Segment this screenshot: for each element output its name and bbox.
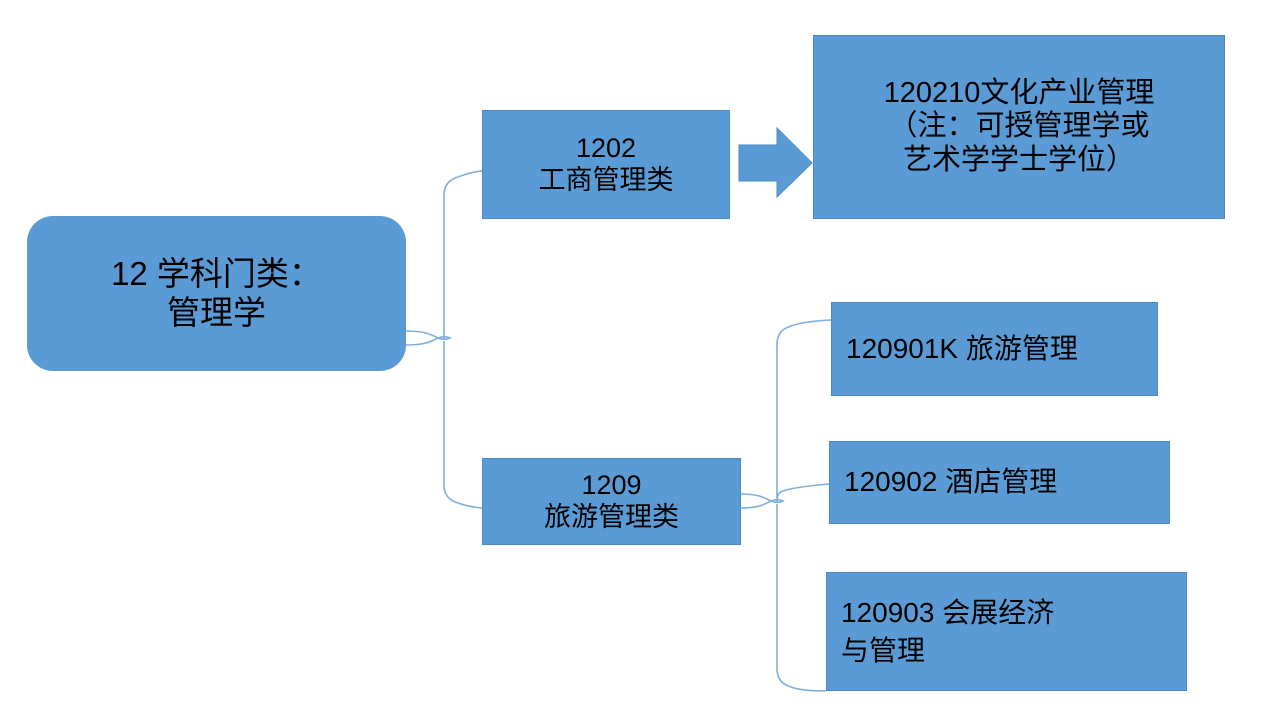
node-major-120903[interactable]: 120903 会展经济 与管理 — [826, 572, 1187, 691]
node-major-120210[interactable]: 120210文化产业管理 （注：可授管理学或 艺术学学士学位） — [813, 35, 1225, 219]
connector-1209-to-majors — [740, 319, 832, 692]
node-major-120901K[interactable]: 120901K 旅游管理 — [831, 302, 1158, 396]
arrow-1202-to-120210 — [738, 126, 813, 199]
node-category-1202[interactable]: 1202 工商管理类 — [482, 110, 730, 219]
node-root-discipline-category[interactable]: 12 学科门类： 管理学 — [27, 216, 406, 371]
node-major-120902[interactable]: 120902 酒店管理 — [829, 441, 1170, 524]
connector-root-to-categories — [405, 170, 483, 509]
node-category-1209[interactable]: 1209 旅游管理类 — [482, 458, 741, 545]
